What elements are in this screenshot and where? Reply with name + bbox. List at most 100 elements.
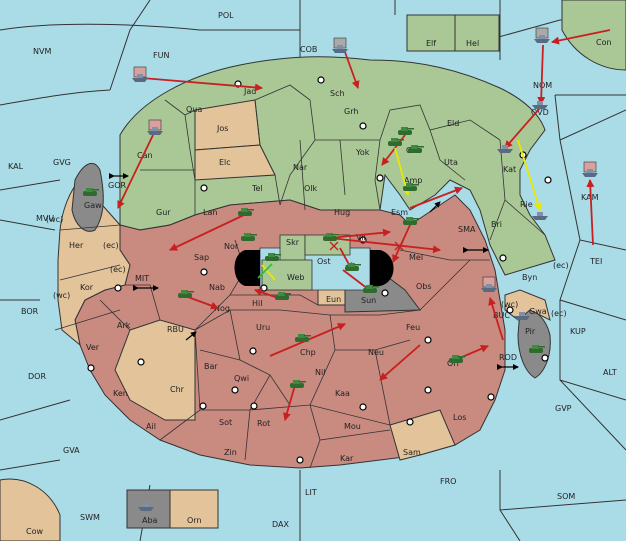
move-orders [117,29,611,421]
label-hug: Hug [334,208,350,217]
label-lan: Lan [203,208,217,217]
label-yok: Yok [355,148,370,157]
label-aba: Aba [142,516,158,525]
label-qua: Qua [186,105,202,114]
label-tel: Tel [251,184,263,193]
label-fun: FUN [153,51,169,60]
label-hel: Hel [466,39,479,48]
label-gaw: Gaw [84,201,102,210]
label-fro: FRO [440,477,456,486]
fleet-ship-icon [481,276,497,292]
label-dax: DAX [272,520,289,529]
label-kup: KUP [570,327,586,336]
label-gur: Gur [156,208,171,217]
label-web: Web [287,273,304,282]
region-cow[interactable] [0,478,61,541]
double-arrow-icon [185,331,197,341]
label-rot: Rot [257,419,270,428]
double-arrow-icon [429,201,441,213]
label-rie: Rie [520,200,533,209]
label-sam: Sam [403,448,421,457]
label-rbu: RBU [167,325,184,334]
label-kat: Kat [503,165,516,174]
label-dor: DOR [28,372,46,381]
label-kal: KAL [8,162,24,171]
label-wc2: (wc) [53,291,70,300]
label-mvu: MVU [36,214,54,223]
supply-centers [87,76,552,464]
label-tei: TEI [589,257,602,266]
label-nvm: NVM [33,47,51,56]
land-regions [57,56,556,469]
support-orders-green [257,263,273,279]
label-ark: Ark [117,321,131,330]
label-sap: Sap [194,253,209,262]
label-pol: POL [218,11,234,20]
label-nil: Nil [315,368,325,377]
region-hel[interactable] [454,14,500,52]
label-nor: Nor [224,242,239,251]
label-ec2: (ec) [110,265,126,274]
label-sma: SMA [458,225,476,234]
fleet-ship-icon [332,37,348,53]
label-qwi: Qwi [234,374,249,383]
label-feu: Feu [406,323,420,332]
fleet-units [132,27,598,511]
label-sch: Sch [330,89,345,98]
label-kar: Kar [340,454,354,463]
label-jad: Jad [243,87,256,96]
label-chp: Chp [300,348,316,357]
label-gvg: GVG [53,158,71,167]
label-rod: ROD [499,353,517,362]
label-obs: Obs [416,282,432,291]
region-gaw[interactable] [71,162,104,232]
label-jos: Jos [216,124,228,133]
label-mit: MIT [135,274,149,283]
label-mel: Mel [409,253,423,262]
label-byn: Byn [522,273,537,282]
fleet-ship-icon [582,161,598,177]
label-bri: Bri [491,220,502,229]
label-uru: Uru [256,323,270,332]
label-gvp: GVP [555,404,572,413]
label-ken: Ken [113,389,128,398]
label-her: Her [69,241,84,250]
label-ost: Ost [317,257,331,266]
label-sot: Sot [219,418,232,427]
label-kam: KAM [581,193,599,202]
label-zin: Zin [224,448,237,457]
label-som: SOM [557,492,575,501]
label-nom: NOM [533,81,552,90]
label-ail: Ail [146,422,156,431]
label-elc: Elc [219,158,231,167]
region-chr[interactable] [114,319,196,421]
internal-borders [54,84,546,469]
region-sam[interactable] [389,409,456,461]
label-los: Los [453,413,466,422]
label-lit: LIT [305,488,317,497]
label-wc3: (wc) [501,300,518,309]
region-orn[interactable] [169,489,219,529]
label-cob: COB [300,45,317,54]
label-bor: BOR [21,307,39,316]
label-wc1: (wc) [46,215,63,224]
label-uta: Uta [444,158,458,167]
label-nab: Nab [209,283,225,292]
label-con: Con [596,38,612,47]
label-alt: ALT [603,368,617,377]
label-nog: Nog [214,304,230,313]
label-nar: Nar [293,163,308,172]
label-chr: Chr [170,385,185,394]
label-mou: Mou [344,422,361,431]
label-kor: Kor [80,283,94,292]
label-gor: GOR [108,181,126,190]
label-grh: Grh [344,107,358,116]
label-swm: SWM [80,513,100,522]
label-ovd: OVD [531,108,549,117]
region-elf[interactable] [406,14,456,52]
region-labels: POL NVM FUN COB Elf Hel Con NOM OVD Jad … [8,11,617,536]
fleet-ship-icon [132,66,148,82]
label-vil: Vil [356,233,366,242]
label-ec3: (ec) [553,261,569,270]
